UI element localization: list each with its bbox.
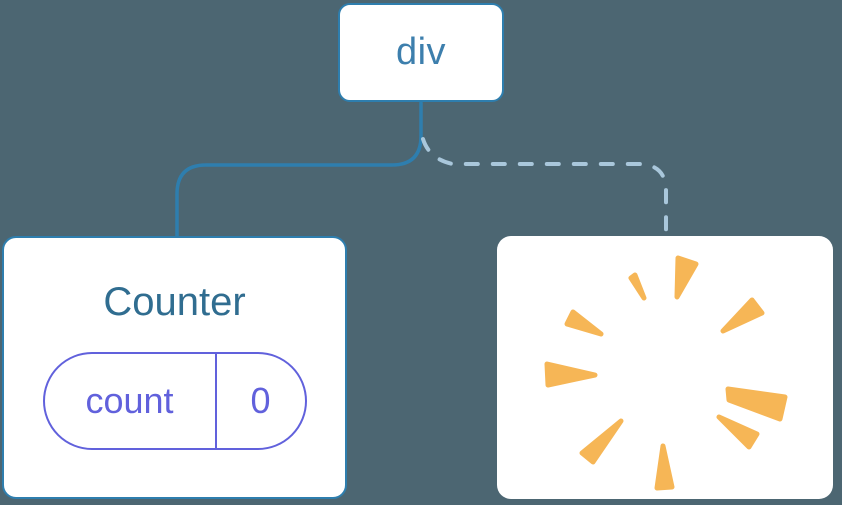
- root-node-div: div: [338, 3, 504, 102]
- poof-ray: [720, 297, 765, 334]
- dashed-link-root-to-removed: [421, 137, 668, 237]
- poof-ray: [564, 309, 604, 337]
- poof-ray: [579, 418, 624, 465]
- poof-ray: [725, 386, 788, 422]
- state-value: 0: [250, 380, 271, 421]
- state-pill: count 0: [42, 352, 307, 450]
- poof-ray: [674, 255, 699, 300]
- pill-divider: [214, 354, 217, 448]
- poof-ray: [628, 272, 647, 301]
- poof-ray: [654, 443, 675, 491]
- state-key-label: count: [85, 380, 174, 421]
- component-title: Counter: [103, 280, 246, 324]
- poof-ray: [716, 414, 760, 450]
- removed-node: [497, 236, 833, 499]
- poof-ray: [544, 361, 598, 388]
- solid-link-root-to-counter: [175, 101, 423, 240]
- root-node-label: div: [395, 31, 447, 73]
- component-node-counter: Counter count 0: [2, 236, 347, 499]
- poof-starburst-icon: [544, 255, 788, 491]
